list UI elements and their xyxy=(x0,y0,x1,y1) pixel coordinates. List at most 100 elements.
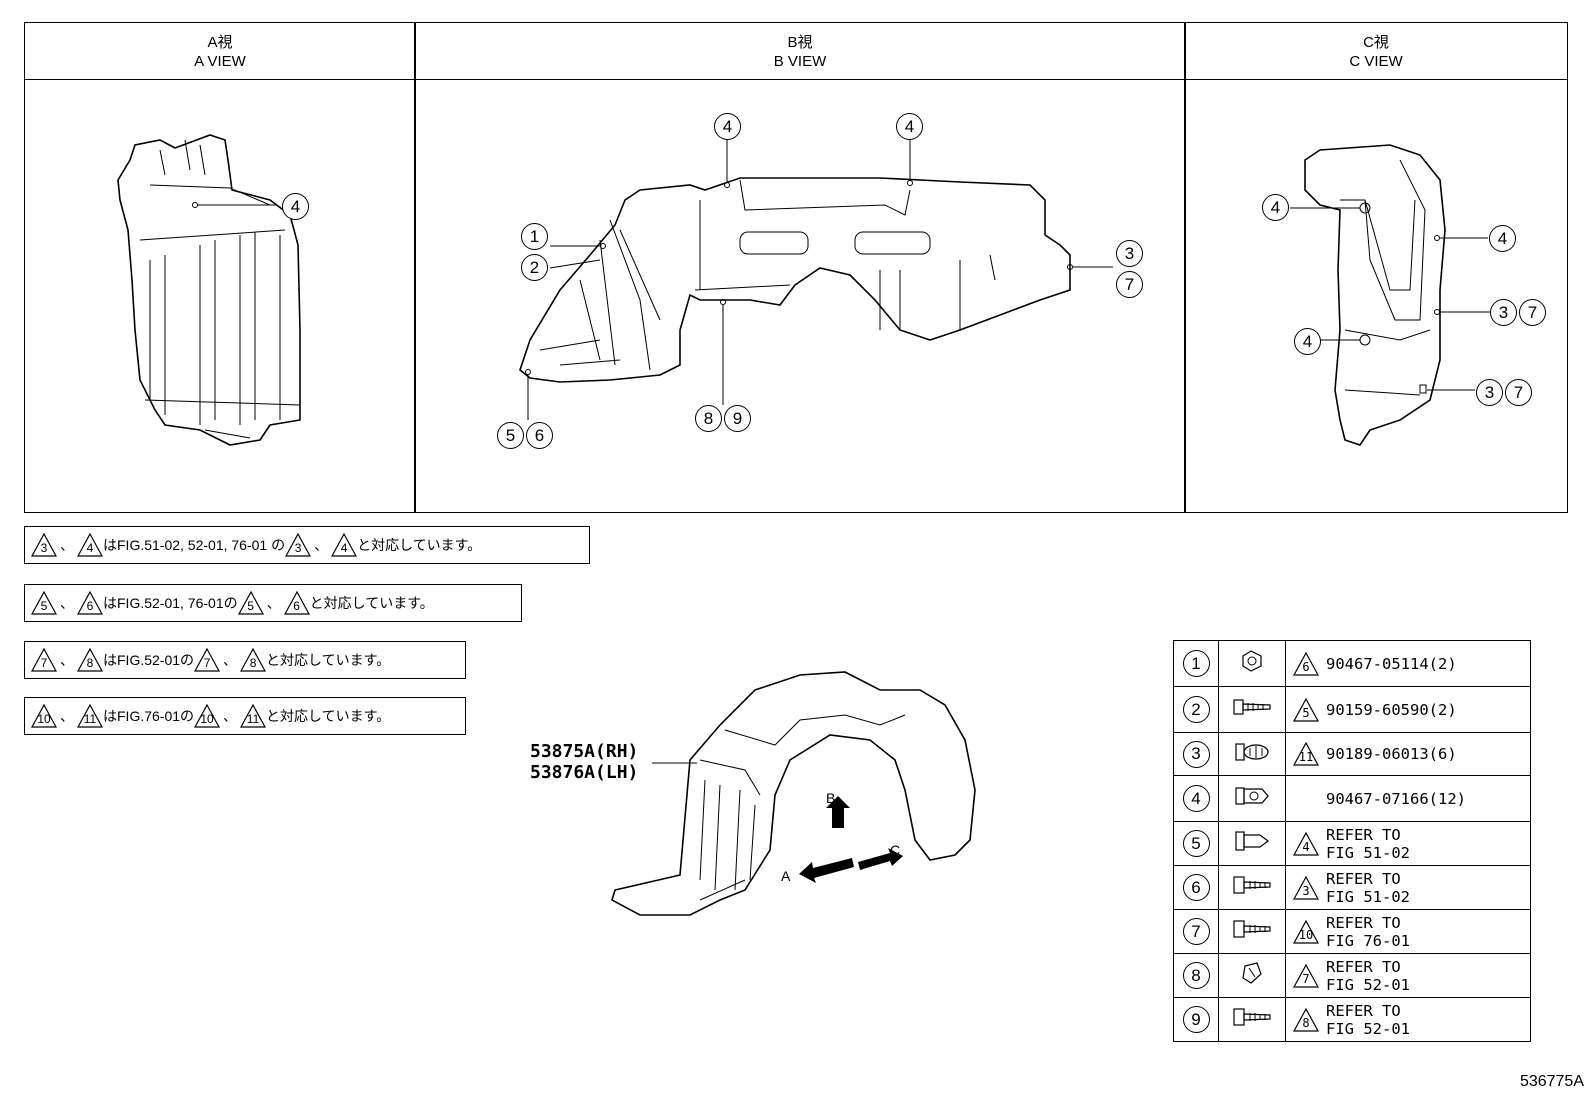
a-view-title-en: A VIEW xyxy=(194,53,246,70)
part-callout-number: 4 xyxy=(1182,785,1210,812)
clip-nut-icon xyxy=(1237,650,1267,678)
part-callout-number: 9 xyxy=(1182,1006,1210,1033)
note-separator: 、 xyxy=(60,537,74,553)
callout-number: 7 xyxy=(1519,299,1546,326)
part-callout-number: 1 xyxy=(1182,650,1210,677)
screw-icon xyxy=(1230,699,1274,722)
a-view-header: A視 A VIEW xyxy=(25,23,415,80)
part-callout-number: 7 xyxy=(1182,918,1210,945)
note-tail: と対応しています。 xyxy=(357,537,482,553)
note-text: はFIG.76-01の xyxy=(103,708,195,724)
part-number-cell: 4 xyxy=(1173,775,1219,822)
callout-number: 4 xyxy=(282,193,309,220)
callout-number: 8 xyxy=(695,405,722,432)
part-description-line1: 90467-05114(2) xyxy=(1326,654,1457,673)
parts-row: 3 11 90189-06013(6) xyxy=(1173,732,1531,776)
note-tail: と対応しています。 xyxy=(266,708,391,724)
part-icon-cell xyxy=(1218,953,1286,998)
grommet-icon xyxy=(1232,742,1272,768)
triangle-marker-icon: 3 xyxy=(285,533,312,557)
callout-b-4-right: 4 xyxy=(896,113,923,140)
arrow-label-b: B xyxy=(826,790,836,806)
triangle-marker-icon: 5 xyxy=(237,591,264,615)
bolt-icon xyxy=(1230,920,1274,945)
callout-number: 3 xyxy=(1476,379,1503,406)
push-clip-icon xyxy=(1232,831,1272,858)
callout-number: 1 xyxy=(521,223,548,250)
part-description-line1: REFER TO xyxy=(1326,913,1401,932)
part-description-line1: 90189-06013(6) xyxy=(1326,745,1457,763)
part-description-line2: FIG 51-02 xyxy=(1326,887,1410,906)
part-description-line2: FIG 51-02 xyxy=(1326,843,1410,862)
callout-number: 6 xyxy=(526,422,553,449)
part-description-cell: 6 90467-05114(2) xyxy=(1285,640,1531,687)
clip-icon xyxy=(1232,787,1272,813)
part-number-cell: 5 xyxy=(1173,821,1219,866)
triangle-marker-icon: 4 xyxy=(1293,831,1319,856)
part-number-cell: 6 xyxy=(1173,865,1219,910)
part-description-cell: 11 90189-06013(6) xyxy=(1285,732,1531,776)
part-number-cell: 3 xyxy=(1173,732,1219,776)
part-callout-number: 8 xyxy=(1182,962,1210,989)
triangle-marker-icon: 3 xyxy=(31,533,57,557)
triangle-marker-icon: 5 xyxy=(1293,697,1319,722)
triangle-marker-icon: 7 xyxy=(194,648,221,672)
triangle-marker-icon: 11 xyxy=(1293,742,1319,766)
note-separator: 、 xyxy=(266,595,281,611)
c-view-title-jp: C視 xyxy=(1363,34,1389,51)
c-view-title-en: C VIEW xyxy=(1349,53,1403,70)
callout-c-3-7-low: 3 7 xyxy=(1476,379,1532,406)
bolt-icon xyxy=(1230,1008,1274,1033)
callout-c-4-bottom: 4 xyxy=(1294,328,1321,355)
callout-number: 9 xyxy=(724,405,751,432)
callout-number: 4 xyxy=(714,113,741,140)
triangle-marker-icon: 3 xyxy=(1293,875,1319,900)
part-description-line1: REFER TO xyxy=(1326,825,1401,844)
a-view-fender-liner-drawing xyxy=(117,134,301,446)
part-number-cell: 1 xyxy=(1173,640,1219,687)
nut-icon xyxy=(1237,962,1267,990)
triangle-marker-icon: 10 xyxy=(194,704,221,728)
part-number-cell: 2 xyxy=(1173,686,1219,733)
callout-b-4-left: 4 xyxy=(714,113,741,140)
triangle-marker-icon: 8 xyxy=(1293,1007,1319,1032)
callout-number: 7 xyxy=(1116,271,1143,298)
note-text: はFIG.52-01の xyxy=(103,652,195,668)
figure-code: 536775A xyxy=(1519,1073,1584,1090)
triangle-marker-icon: 8 xyxy=(77,648,103,672)
callout-c-4-right: 4 xyxy=(1489,225,1516,252)
note-separator: 、 xyxy=(60,652,74,668)
triangle-marker-icon: 11 xyxy=(77,704,103,728)
part-description-line1: REFER TO xyxy=(1326,957,1401,976)
callout-b-3-7: 3 7 xyxy=(1116,240,1143,298)
triangle-marker-icon: 6 xyxy=(283,591,310,615)
part-icon-cell xyxy=(1218,686,1286,733)
b-view-header: B視 B VIEW xyxy=(415,23,1185,80)
note-separator: 、 xyxy=(314,537,329,553)
b-view-panel: B視 B VIEW xyxy=(414,22,1186,513)
triangle-marker-icon: 7 xyxy=(1293,963,1319,988)
part-icon-cell xyxy=(1218,821,1286,866)
callout-number: 4 xyxy=(1294,328,1321,355)
triangle-marker-icon: 8 xyxy=(240,648,267,672)
triangle-marker-icon: 6 xyxy=(1293,651,1319,676)
part-callout-number: 3 xyxy=(1182,740,1210,768)
part-description-cell: 90467-07166(12) xyxy=(1285,775,1531,822)
note-text: はFIG.52-01, 76-01の xyxy=(103,595,238,611)
callout-b-2: 2 xyxy=(521,254,548,281)
callout-c-3-7-mid: 3 7 xyxy=(1490,299,1546,326)
note-tail: と対応しています。 xyxy=(266,652,391,668)
callout-number: 3 xyxy=(1116,240,1143,267)
